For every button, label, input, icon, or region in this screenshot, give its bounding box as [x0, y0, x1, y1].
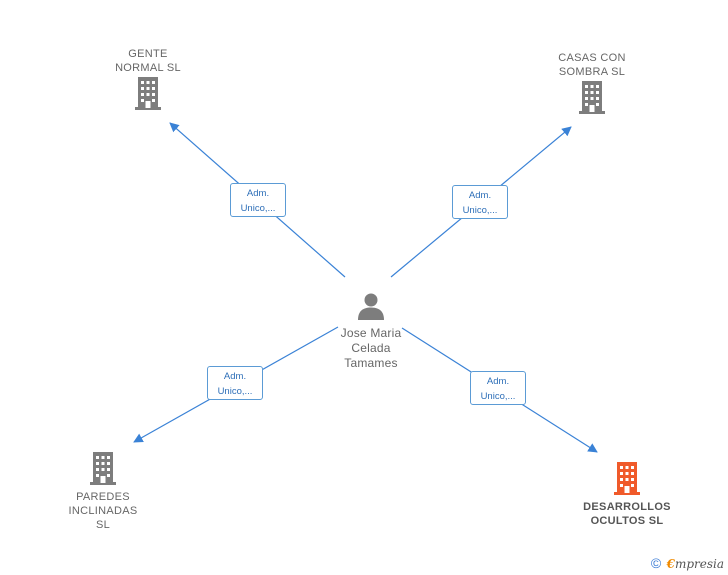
building-icon [579, 81, 605, 114]
building-icon [614, 462, 640, 495]
edge-label-gente[interactable]: Adm. Unico,... [230, 183, 286, 217]
edge-role-line2: Unico,... [480, 391, 516, 402]
building-icon [135, 77, 161, 110]
person-icon [358, 293, 384, 320]
brand-footer: © €mpresia [651, 555, 724, 571]
edge-label-desarrollos[interactable]: Adm. Unico,... [470, 371, 526, 405]
brand-name: mpresia [674, 557, 724, 571]
edge-label-casas[interactable]: Adm. Unico,... [452, 185, 508, 219]
company-node-gente-normal[interactable]: GENTE NORMAL SL [98, 47, 198, 111]
edge-role-line1: Adm. [468, 190, 492, 201]
brand-initial: € [666, 557, 675, 571]
company-node-casas-con-sombra[interactable]: CASAS CON SOMBRA SL [542, 51, 642, 115]
building-icon [90, 452, 116, 485]
edge-role-line1: Adm. [486, 376, 510, 387]
edge-role-line2: Unico,... [462, 205, 498, 216]
company-name: PAREDES INCLINADAS SL [68, 491, 138, 531]
edge-label-paredes[interactable]: Adm. Unico,... [207, 366, 263, 400]
brand-logo: €mpresia [667, 557, 724, 571]
person-node[interactable]: Jose Maria Celada Tamames [321, 291, 421, 371]
company-name: GENTE NORMAL SL [115, 48, 181, 74]
company-name: DESARROLLOS OCULTOS SL [583, 501, 671, 527]
person-name: Jose Maria Celada Tamames [340, 326, 402, 370]
edge-role-line1: Adm. [223, 371, 247, 382]
edge-role-line1: Adm. [246, 188, 270, 199]
copyright-icon: © [650, 555, 662, 571]
company-name: CASAS CON SOMBRA SL [558, 52, 626, 78]
edge-role-line2: Unico,... [217, 386, 253, 397]
company-node-desarrollos-ocultos[interactable]: DESARROLLOS OCULTOS SL [571, 460, 683, 528]
edge-role-line2: Unico,... [240, 203, 276, 214]
company-node-paredes-inclinadas[interactable]: PAREDES INCLINADAS SL [53, 450, 153, 532]
